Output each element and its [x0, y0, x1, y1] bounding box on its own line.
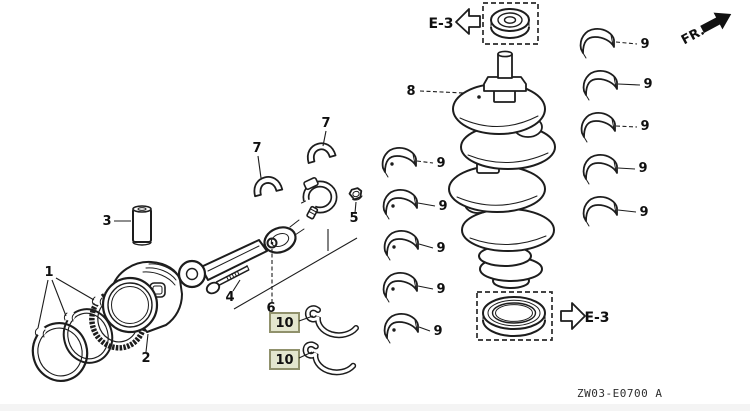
- rod-bolt-drawing: [205, 265, 250, 295]
- rod-cap-assembly-drawing: [296, 177, 338, 221]
- thrust-washer-drawing-lower: [305, 344, 354, 373]
- callout-9-leaders-right: [617, 83, 641, 213]
- footer-strip: [0, 404, 750, 411]
- callout-7-right[interactable]: 7: [321, 116, 330, 131]
- callout-9-right-1[interactable]: 9: [640, 37, 649, 52]
- callout-9-mid-3[interactable]: 9: [436, 241, 445, 256]
- crankshaft-drawing: [448, 50, 556, 289]
- callout-10-lower[interactable]: 10: [275, 353, 293, 368]
- piston-drawing: [101, 260, 183, 334]
- e3-reference-top[interactable]: E-3: [428, 2, 539, 45]
- highlight-callout-10-upper[interactable]: 10: [269, 312, 314, 333]
- connecting-rod-drawing: [177, 219, 305, 289]
- e3-top-label[interactable]: E-3: [428, 16, 453, 32]
- rod-nut-drawing: [348, 187, 363, 201]
- callout-7-left[interactable]: 7: [252, 141, 261, 156]
- callout-9-leaders-mid: [417, 202, 436, 332]
- rod-washer: [266, 237, 278, 249]
- diagram-code: ZW03-E0700 A: [577, 387, 662, 400]
- callout-8[interactable]: 8: [406, 84, 415, 99]
- e3-bottom-label[interactable]: E-3: [584, 310, 609, 326]
- callout-7-right-leader: [322, 130, 327, 147]
- e3-reference-bottom[interactable]: E-3: [476, 291, 610, 341]
- piston-pin-drawing: [132, 205, 152, 246]
- e3-bottom-dashed-box: [476, 291, 553, 341]
- callout-9-right-4[interactable]: 9: [638, 161, 647, 176]
- callout-9-mid-4[interactable]: 9: [436, 282, 445, 297]
- rod-cap-drawing-right: [303, 139, 337, 164]
- assembly-reference-lines: [233, 229, 358, 310]
- callout-9-right-2[interactable]: 9: [643, 77, 652, 92]
- callout-2-leader: [145, 333, 149, 353]
- callout-9-right-3[interactable]: 9: [640, 119, 649, 134]
- callout-5[interactable]: 5: [349, 211, 358, 226]
- callout-6[interactable]: 6: [266, 301, 275, 316]
- rod-cap-drawing-left: [250, 173, 284, 198]
- callout-9-leaders-right-dashed: [615, 41, 638, 128]
- callout-7-left-leader: [257, 155, 262, 179]
- main-bearing-column-right: [579, 27, 618, 227]
- main-bearing-column-middle: [383, 148, 418, 343]
- callout-2[interactable]: 2: [141, 351, 150, 366]
- e3-top-arrow-icon: [455, 8, 481, 35]
- callout-8-leader: [419, 90, 465, 94]
- callout-9-mid-1[interactable]: 9: [436, 156, 445, 171]
- seal-ring-e3-drawing: [482, 296, 546, 337]
- bearing-e3-drawing: [490, 8, 530, 39]
- callout-1[interactable]: 1: [44, 265, 53, 280]
- callout-5-leader: [354, 201, 357, 214]
- callout-9-right-5[interactable]: 9: [639, 205, 648, 220]
- e3-top-dashed-box: [482, 2, 539, 45]
- callout-4-leader: [232, 279, 241, 292]
- callout-10-upper[interactable]: 10: [275, 316, 293, 331]
- e3-bottom-arrow-icon: [560, 302, 586, 330]
- callout-4[interactable]: 4: [225, 290, 234, 305]
- callout-9-mid-2[interactable]: 9: [438, 199, 447, 214]
- callout-9-leader: [416, 160, 434, 164]
- fr-direction-indicator: FR.: [679, 12, 732, 48]
- callout-1-leader: [37, 277, 95, 329]
- fr-arrow-icon: [700, 12, 732, 33]
- highlight-callout-10-lower[interactable]: 10: [269, 349, 313, 370]
- ring-gap: [93, 295, 103, 305]
- callout-9-mid-5[interactable]: 9: [433, 324, 442, 339]
- thrust-washer-drawing-upper: [308, 308, 356, 335]
- callout-3[interactable]: 3: [102, 214, 111, 229]
